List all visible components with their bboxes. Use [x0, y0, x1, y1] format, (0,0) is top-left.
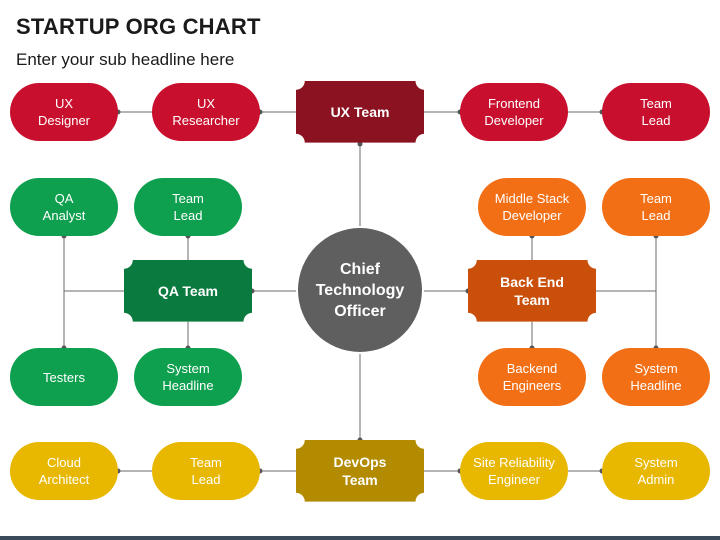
node-qa-team: QA Team — [124, 260, 252, 322]
node-chief-technology-officer: Chief Technology Officer — [298, 228, 422, 352]
node-backend-team-lead: Team Lead — [602, 178, 710, 236]
node-qa-analyst: QA Analyst — [10, 178, 118, 236]
node-system-admin: System Admin — [602, 442, 710, 500]
page-subtitle: Enter your sub headline here — [16, 50, 235, 69]
node-qa-team-lead: Team Lead — [134, 178, 242, 236]
node-site-reliability-engineer: Site Reliability Engineer — [460, 442, 568, 500]
node-devops-team-lead: Team Lead — [152, 442, 260, 500]
node-frontend-developer: Frontend Developer — [460, 83, 568, 141]
node-ux-team: UX Team — [296, 81, 424, 143]
node-middle-stack-developer: Middle Stack Developer — [478, 178, 586, 236]
node-backend-engineers: Backend Engineers — [478, 348, 586, 406]
node-testers: Testers — [10, 348, 118, 406]
node-backend-system-headline: System Headline — [602, 348, 710, 406]
node-cloud-architect: Cloud Architect — [10, 442, 118, 500]
page-title: STARTUP ORG CHART — [16, 14, 261, 39]
node-ux-team-lead: Team Lead — [602, 83, 710, 141]
node-devops-team: DevOps Team — [296, 440, 424, 502]
node-ux-designer: UX Designer — [10, 83, 118, 141]
bottom-accent-bar — [0, 536, 720, 540]
node-qa-system-headline: System Headline — [134, 348, 242, 406]
node-backend-team: Back End Team — [468, 260, 596, 322]
node-ux-researcher: UX Researcher — [152, 83, 260, 141]
